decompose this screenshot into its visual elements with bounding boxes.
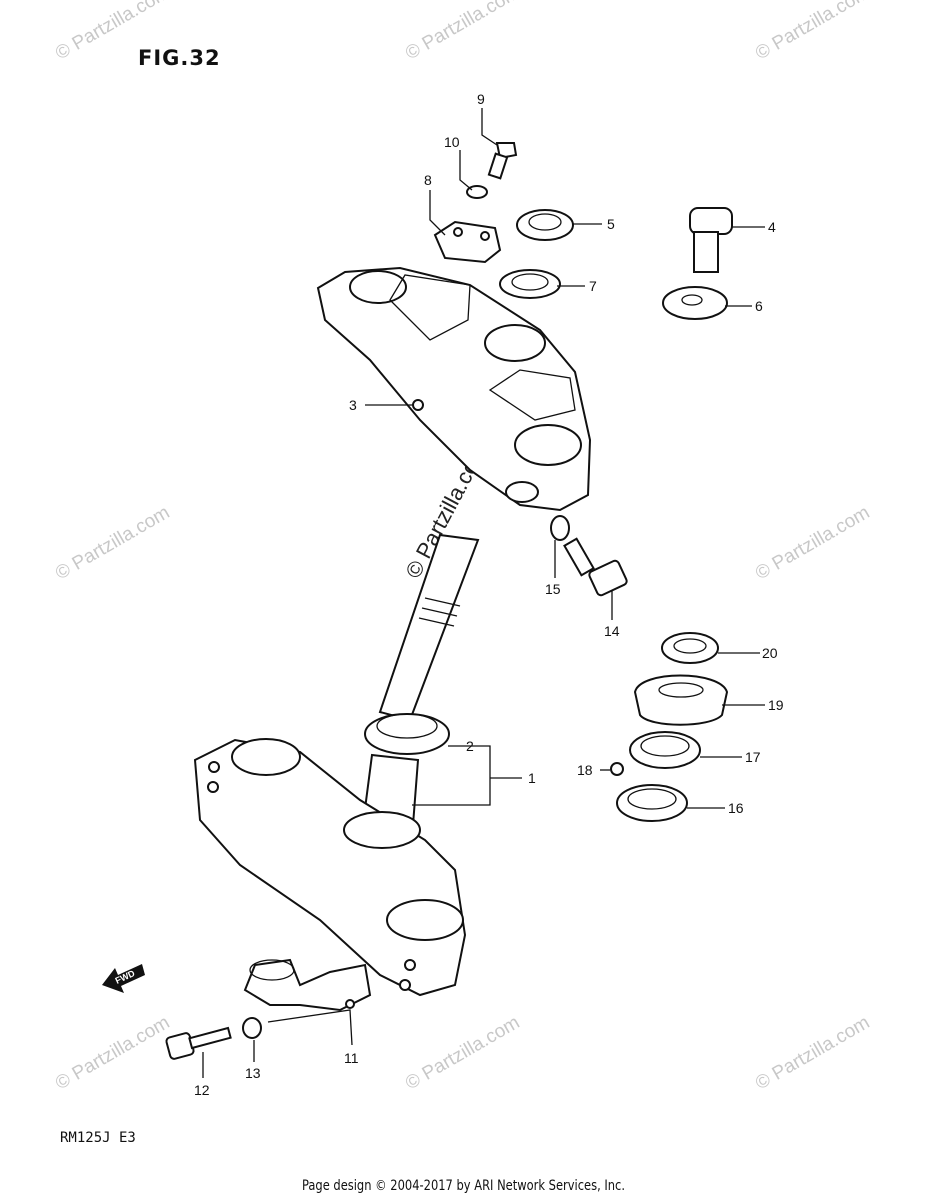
bolt-12 xyxy=(165,1026,232,1060)
callout-12: 12 xyxy=(194,1082,210,1098)
callout-3: 3 xyxy=(349,397,357,413)
callout-7: 7 xyxy=(589,278,597,294)
callout-6: 6 xyxy=(755,298,763,314)
callout-14: 14 xyxy=(604,623,620,639)
model-code: RM125J E3 xyxy=(60,1130,136,1146)
watermark: © Partzilla.com xyxy=(52,0,173,64)
ball-18 xyxy=(610,762,624,776)
washer-10 xyxy=(466,185,488,199)
callout-17: 17 xyxy=(745,749,761,765)
washer-7 xyxy=(499,269,561,299)
callout-15: 15 xyxy=(545,581,561,597)
fwd-arrow-icon: FWD xyxy=(102,964,145,993)
watermark: © Partzilla.com xyxy=(752,0,873,64)
nut-5 xyxy=(516,209,574,241)
callout-13: 13 xyxy=(245,1065,261,1081)
lower-bracket xyxy=(193,738,467,997)
washer-6 xyxy=(662,286,728,320)
figure-title: FIG.32 xyxy=(138,46,221,70)
watermark: © Partzilla.com xyxy=(752,1012,873,1094)
bearing-17 xyxy=(629,731,701,769)
watermark: © Partzilla.com xyxy=(52,1012,173,1094)
callout-20: 20 xyxy=(762,645,778,661)
cable-guide-11 xyxy=(243,958,372,1012)
bolt-4 xyxy=(689,207,733,273)
watermark: © Partzilla.com xyxy=(52,502,173,584)
washer-15 xyxy=(550,515,570,541)
callout-19: 19 xyxy=(768,697,784,713)
watermark: © Partzilla.com xyxy=(752,502,873,584)
upper-bracket xyxy=(316,266,592,512)
handlebar-holder xyxy=(433,220,502,264)
locknut-20 xyxy=(661,632,719,664)
page-footer: Page design © 2004-2017 by ARI Network S… xyxy=(301,1178,626,1194)
watermark: © Partzilla.com xyxy=(402,1012,523,1094)
callout-9: 9 xyxy=(477,91,485,107)
watermark: © Partzilla.com xyxy=(402,0,523,64)
callout-5: 5 xyxy=(607,216,615,232)
callout-4: 4 xyxy=(768,219,776,235)
leader-lines xyxy=(202,108,765,1078)
callout-8: 8 xyxy=(424,172,432,188)
callout-11: 11 xyxy=(344,1050,359,1066)
dust-seal-19 xyxy=(633,674,729,726)
washer-13 xyxy=(242,1017,262,1039)
race-16 xyxy=(616,784,688,822)
bolt-9 xyxy=(487,142,518,180)
callout-1: 1 xyxy=(528,770,536,786)
callouts: 1 2 3 4 5 6 7 8 9 10 11 12 13 14 15 16 1… xyxy=(194,91,784,1098)
callout-18: 18 xyxy=(577,762,593,778)
callout-16: 16 xyxy=(728,800,744,816)
bolt-14 xyxy=(563,537,628,597)
callout-10: 10 xyxy=(444,134,460,150)
callout-2: 2 xyxy=(466,738,474,754)
